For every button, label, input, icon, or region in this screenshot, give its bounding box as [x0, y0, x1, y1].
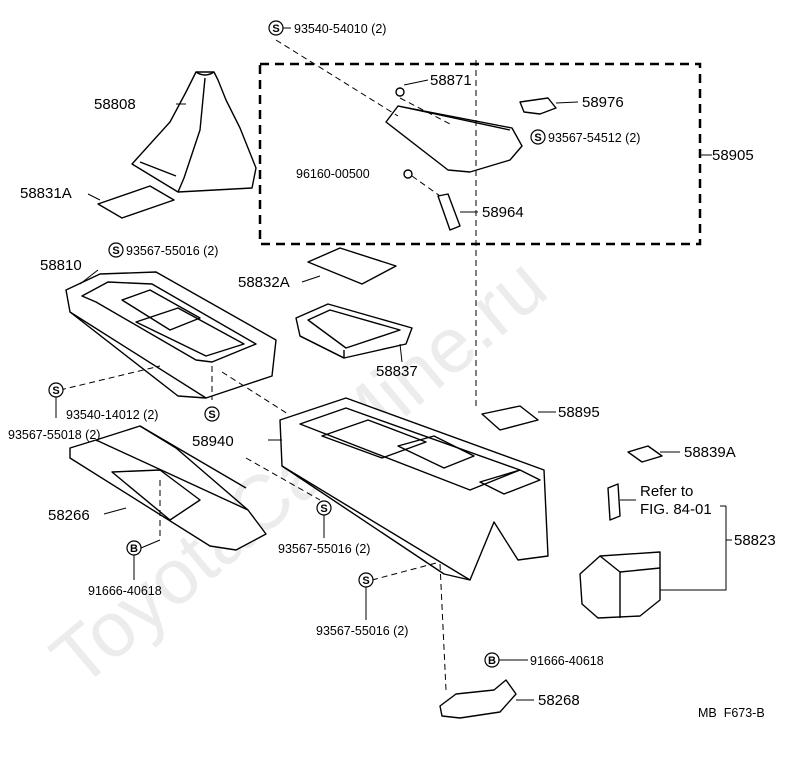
assembly-58905-frame: [258, 62, 702, 246]
label-93540-14012: 93540-14012 (2): [66, 408, 158, 422]
label-93567-54512: 93567-54512 (2): [548, 131, 640, 145]
label-58832A: 58832A: [238, 274, 290, 291]
svg-text:S: S: [52, 385, 59, 397]
label-93567-55018: 93567-55018 (2): [8, 428, 100, 442]
bolt-symbol-91666-40618-right: B: [484, 652, 500, 668]
leader-58837: [399, 343, 403, 363]
label-58964: 58964: [482, 204, 524, 221]
label-93567-55016-top: 93567-55016 (2): [126, 244, 218, 258]
label-91666-40618-left: 91666-40618: [88, 584, 162, 598]
screw-symbol-93567-55016-low: S: [358, 572, 374, 588]
leader-58831A: [87, 193, 101, 201]
ashtray-58823-shape: [579, 551, 661, 619]
svg-text:B: B: [130, 543, 138, 555]
reference-line1: Refer to: [640, 483, 693, 500]
figure-code: MB F673-B: [698, 706, 765, 720]
label-96160-00500: 96160-00500: [296, 167, 370, 181]
svg-text:S: S: [320, 503, 327, 515]
reference-line2: FIG. 84-01: [640, 501, 712, 518]
pin-58871-shape: [395, 87, 405, 97]
leader-58832A: [301, 275, 321, 283]
label-93567-55016-low: 93567-55016 (2): [316, 624, 408, 638]
label-93567-55016-mid: 93567-55016 (2): [278, 542, 370, 556]
label-93540-54010: 93540-54010 (2): [294, 22, 386, 36]
socket-shape: [607, 483, 621, 521]
svg-text:B: B: [488, 655, 496, 667]
leader-58810: [79, 269, 99, 285]
svg-text:S: S: [208, 409, 215, 421]
label-58895: 58895: [558, 404, 600, 421]
label-58808: 58808: [94, 96, 136, 113]
label-58905: 58905: [712, 147, 754, 164]
clip-96160-shape: [403, 169, 413, 179]
screw-symbol-93567-55016-top: S: [108, 242, 124, 258]
svg-text:S: S: [112, 245, 119, 257]
pad-58832A-shape: [307, 247, 397, 285]
main-console-58940-shape: [279, 397, 549, 581]
svg-text:S: S: [534, 132, 541, 144]
latch-58964-shape: [437, 193, 461, 231]
lid-shape: [385, 105, 523, 173]
panel-58895-shape: [481, 405, 539, 431]
leader-58871: [403, 79, 429, 86]
label-58839A: 58839A: [684, 444, 736, 461]
label-58810: 58810: [40, 257, 82, 274]
leader-58823: [660, 506, 727, 591]
bracket-58268-shape: [439, 679, 517, 719]
shift-boot-58808-shape: [131, 71, 257, 193]
label-58266: 58266: [48, 507, 90, 524]
tray-58837-shape: [295, 303, 413, 359]
label-91666-40618-right: 91666-40618: [530, 654, 604, 668]
label-58940: 58940: [192, 433, 234, 450]
screw-symbol-93540-14012: S: [204, 406, 220, 422]
label-58268: 58268: [538, 692, 580, 709]
svg-text:S: S: [362, 575, 369, 587]
svg-text:S: S: [272, 23, 279, 35]
hinge-58976-shape: [519, 97, 557, 115]
label-58976: 58976: [582, 94, 624, 111]
leader-58976: [555, 101, 579, 104]
label-58823: 58823: [734, 532, 776, 549]
bracket-58266-shape: [69, 425, 267, 551]
label-58837: 58837: [376, 363, 418, 380]
label-58871: 58871: [430, 72, 472, 89]
screw-symbol-93567-54512: S: [530, 129, 546, 145]
screw-symbol-93567-55016-mid: S: [316, 500, 332, 516]
screw-symbol-93540-54010: S: [268, 20, 284, 36]
bolt-symbol-91666-40618-left: B: [126, 540, 142, 556]
cover-58839A-shape: [627, 445, 663, 463]
upper-console-58810-shape: [65, 271, 277, 399]
mat-58831A-shape: [97, 185, 175, 219]
screw-symbol-93567-55018: S: [48, 382, 64, 398]
leader-58266: [103, 507, 127, 515]
label-58831A: 58831A: [20, 185, 72, 202]
